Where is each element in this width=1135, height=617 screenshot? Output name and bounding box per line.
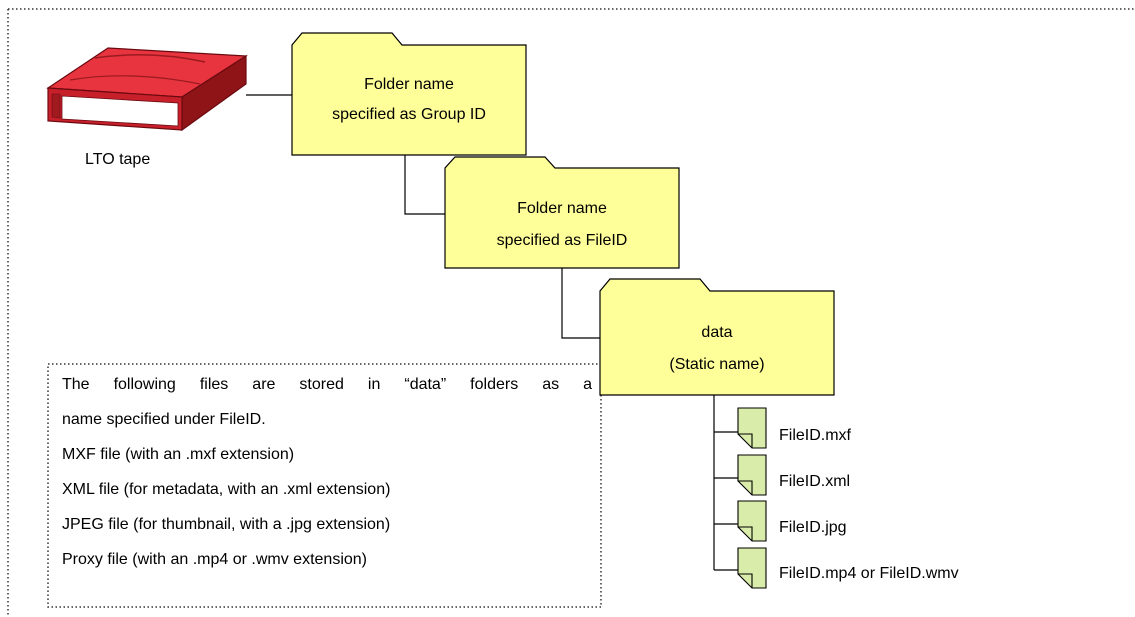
connector-folder1-folder2 [404,155,445,215]
folder2-label-line1: Folder name [517,200,607,217]
connector-folder2-folder3 [561,268,600,339]
folder2-shape [444,156,680,269]
folder3-label-line2: (Static name) [669,356,765,373]
file-icon [737,454,767,496]
folder3-label-line1: data [701,324,733,341]
note-line: Proxy file (with an .mp4 or .wmv extensi… [62,551,367,568]
folder1-label-line1: Folder name [364,76,454,93]
note-line: XML file (for metadata, with an .xml ext… [62,481,391,498]
lto-tape-icon [46,47,248,132]
folder2-label-line2: specified as FileID [496,232,628,249]
file-label-mxf: FileID.mxf [779,427,851,444]
file-icon [737,500,767,542]
note-line: JPEG file (for thumbnail, with a .jpg ex… [62,516,391,533]
tape-label: LTO tape [85,151,151,168]
file-label-xml: FileID.xml [779,473,851,490]
folder1-label-line2: specified as Group ID [332,106,486,123]
file-icon [737,407,767,449]
file-label-jpg: FileID.jpg [779,519,847,536]
notes-box: The following files are stored in “data”… [62,367,592,577]
folder1-shape [291,32,527,156]
file-icon [737,547,767,589]
note-line: MXF file (with an .mxf extension) [62,446,295,463]
folder3-shape [599,278,835,396]
note-line: The following files are stored in “data”… [62,376,592,393]
notes-box-border [47,363,602,608]
note-line: name specified under FileID. [62,411,266,428]
file-label-proxy: FileID.mp4 or FileID.wmv [779,565,959,582]
